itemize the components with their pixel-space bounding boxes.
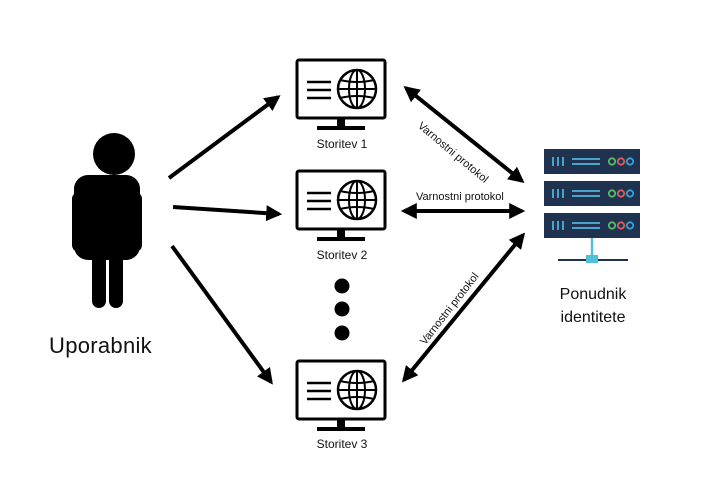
ellipsis-dot xyxy=(334,301,350,317)
person-icon xyxy=(72,133,142,308)
ellipsis-dot xyxy=(334,278,350,294)
ellipsis-dot xyxy=(334,325,350,341)
user-label: Uporabnik xyxy=(49,333,152,358)
service-2-computer-globe-icon xyxy=(295,169,387,243)
service-2-label: Storitev 2 xyxy=(316,248,368,262)
arrow-user-to-service-1 xyxy=(167,95,281,180)
server-icon xyxy=(543,148,641,263)
arrow-service-3-idp xyxy=(401,232,526,383)
service-3-computer-globe-icon xyxy=(295,359,387,433)
idp-label-line1: Ponudnik xyxy=(559,286,627,303)
arrow-service-1-idp xyxy=(403,85,525,184)
protocol-label-service-2: Varnostni protokol xyxy=(416,191,504,203)
service-1-label: Storitev 1 xyxy=(316,137,368,151)
idp-label-line2: identitete xyxy=(560,309,626,326)
arrow-user-to-service-3 xyxy=(170,244,273,385)
arrow-user-to-service-2 xyxy=(172,205,283,222)
service-3-label: Storitev 3 xyxy=(316,437,368,451)
service-1-computer-globe-icon xyxy=(295,58,387,132)
